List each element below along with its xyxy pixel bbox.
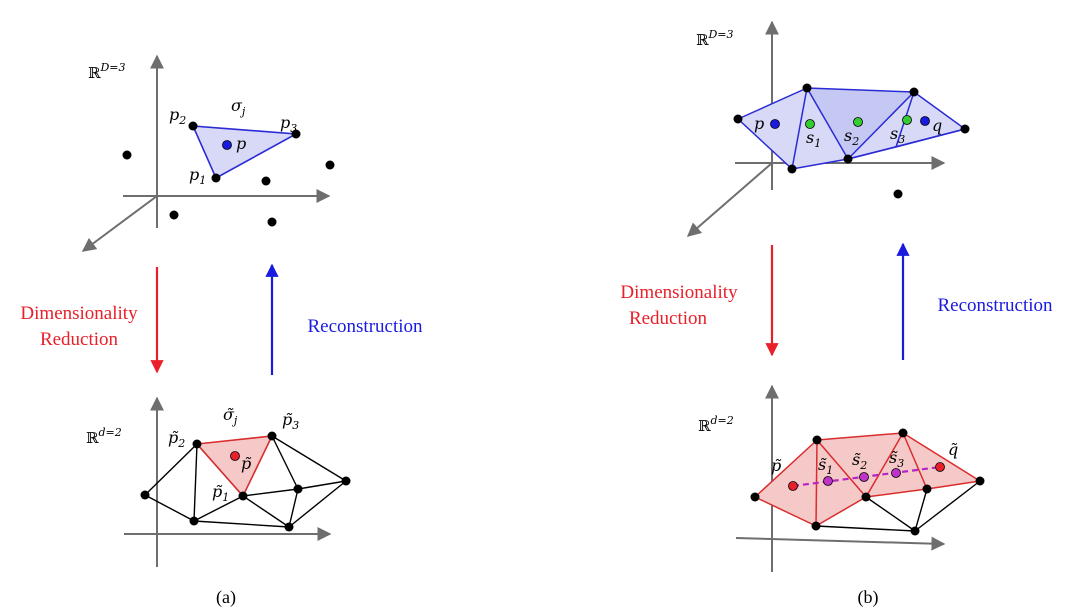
vertex-p1-tilde [238, 491, 248, 501]
point-q-tilde [935, 462, 945, 472]
point-s2-tilde [859, 472, 869, 482]
mesh-vertex [861, 492, 871, 502]
label-p3: p3 [280, 113, 297, 135]
reduction-label-line2: Reduction [40, 329, 119, 350]
label-p-tilde: p̃ [241, 454, 252, 473]
mesh-vertex [910, 526, 920, 536]
simplex-sigma-j [191, 125, 299, 180]
reconstruction-label: Reconstruction [307, 316, 423, 337]
point-p-tilde [788, 481, 798, 491]
mesh-vertex [189, 516, 199, 526]
mesh-vertex [811, 521, 821, 531]
caption-b: (b) [858, 587, 879, 608]
mesh-vertex [898, 428, 908, 438]
mesh-vertex [922, 484, 932, 494]
label-s3-tilde: s̃3 [889, 448, 904, 470]
surface-vertex [787, 164, 797, 174]
point-p [770, 119, 780, 129]
mesh-vertex [140, 490, 150, 500]
data-point [267, 217, 277, 227]
surface-vertex [843, 154, 853, 164]
space-label-high: ℝD=3 [88, 61, 126, 82]
point-s1-tilde [823, 476, 833, 486]
axis-x-2d [735, 536, 946, 551]
simplex-sigma-j-tilde [195, 435, 274, 498]
space-label-low: ℝd=2 [698, 414, 734, 435]
point-s1 [805, 119, 815, 129]
label-p2: p2 [169, 105, 186, 127]
label-p1: p1 [189, 165, 206, 187]
reduction-label-line1: Dimensionality [620, 282, 738, 303]
label-p3-tilde: p̃3 [282, 410, 299, 432]
reduction-label-line1: Dimensionality [20, 303, 138, 324]
vertex-p3-tilde [267, 431, 277, 441]
label-sigma-j-tilde: σ̃j [223, 405, 238, 427]
label-p-tilde: p̃ [771, 456, 782, 475]
point-q [920, 116, 930, 126]
mesh-vertex [812, 435, 822, 445]
reduction-label-line2: Reduction [629, 308, 708, 329]
point-s3 [902, 115, 912, 125]
axis-y [81, 195, 158, 252]
point-p-tilde [230, 451, 240, 461]
label-s3: s3 [890, 124, 905, 146]
panel-a-3d-axes [81, 54, 331, 252]
space-label-high: ℝD=3 [696, 28, 734, 49]
label-q: q [932, 116, 942, 135]
point-s3-tilde [891, 468, 901, 478]
label-p: p [236, 134, 246, 153]
data-point [325, 160, 335, 170]
label-p2-tilde: p̃2 [168, 428, 185, 450]
point-p [222, 140, 232, 150]
surface-vertex [802, 83, 812, 93]
label-s2-tilde: s̃2 [852, 450, 867, 472]
vertex-p2 [188, 121, 198, 131]
space-label-low: ℝd=2 [86, 426, 122, 447]
panel-b-2d-axes [735, 384, 946, 572]
label-s1: s1 [806, 128, 821, 150]
mesh-vertex [293, 484, 303, 494]
label-p1-tilde: p̃1 [212, 482, 229, 504]
mesh-vertex [750, 492, 760, 502]
surface-vertex [909, 87, 919, 97]
vertex-p3 [291, 129, 301, 139]
label-sigma-j: σj [231, 96, 246, 118]
mesh-vertex [975, 476, 985, 486]
surface-vertex [733, 114, 743, 124]
label-q-tilde: q̃ [948, 440, 958, 459]
label-s1-tilde: s̃1 [818, 455, 833, 477]
surface-vertex [960, 124, 970, 134]
mesh-vertex [284, 522, 294, 532]
red-triangulated-surface [754, 432, 981, 532]
panel-a: ℝD=3 σj p2 p3 p1 p Dimensionality Reduct… [20, 54, 423, 608]
point-s2 [853, 117, 863, 127]
label-s2: s2 [844, 126, 859, 148]
data-point [169, 210, 179, 220]
data-point [261, 176, 271, 186]
caption-a: (a) [216, 587, 236, 608]
label-p: p [754, 114, 764, 133]
panel-b: ℝD=3 [620, 20, 1053, 608]
vertex-p2-tilde [192, 439, 202, 449]
data-point [893, 189, 903, 199]
mesh-vertex [341, 476, 351, 486]
reconstruction-label: Reconstruction [937, 295, 1053, 316]
vertex-p1 [211, 173, 221, 183]
data-point [122, 150, 132, 160]
axis-y [686, 162, 773, 237]
